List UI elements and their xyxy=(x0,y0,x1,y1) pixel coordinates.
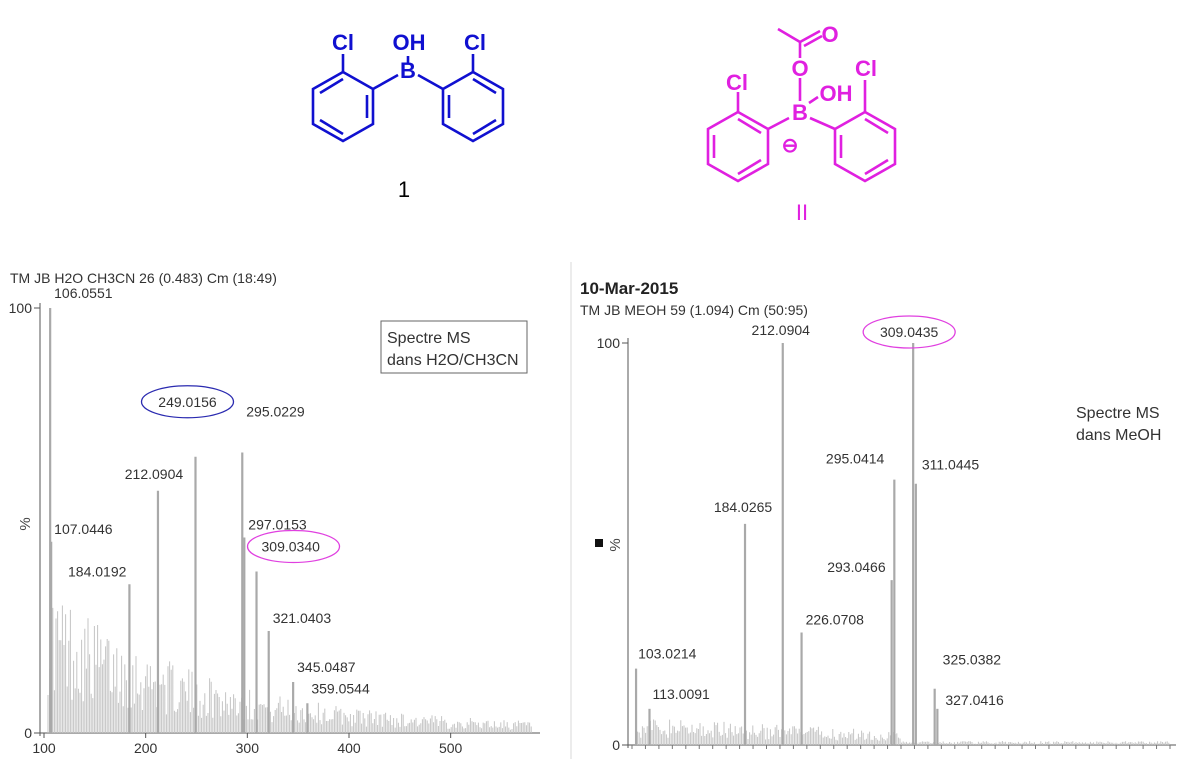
peak-label-359.0544: 359.0544 xyxy=(311,680,370,696)
peak-label-106.0551: 106.0551 xyxy=(54,285,113,301)
structure-compound-2 xyxy=(706,27,897,183)
spectrum-left-header: TM JB H2O CH3CN 26 (0.483) Cm (18:49) xyxy=(10,270,277,286)
peak-label-295.0414: 295.0414 xyxy=(826,451,885,467)
y-label-left: % xyxy=(17,517,34,530)
spectrum-right-date: 10-Mar-2015 xyxy=(580,279,678,298)
atom-b-2: B xyxy=(792,100,808,125)
baseline-noise xyxy=(47,601,532,733)
y-marker-right xyxy=(595,539,603,547)
peak-label-345.0487: 345.0487 xyxy=(297,659,356,675)
bond-b-left xyxy=(372,73,399,91)
y-tick-label-100: 100 xyxy=(597,335,621,351)
atom-cl-left-1: Cl xyxy=(332,30,354,55)
x-tick-label-200: 200 xyxy=(134,740,158,756)
y-label-right: % xyxy=(607,538,624,551)
atom-cl-right-2: Cl xyxy=(855,56,877,81)
y-tick-label-0: 0 xyxy=(612,737,620,753)
x-tick-label-300: 300 xyxy=(236,740,260,756)
peak-label-212.0904: 212.0904 xyxy=(752,322,811,338)
atom-oh-2: OH xyxy=(820,81,853,106)
peak-label-309.0435: 309.0435 xyxy=(880,324,939,340)
legend-line-2-left: dans H2O/CH3CN xyxy=(387,352,519,369)
atom-o-2: O xyxy=(791,56,808,81)
baseline-noise xyxy=(635,719,1170,745)
peak-label-293.0466: 293.0466 xyxy=(827,559,886,575)
legend-line-2-right: dans MeOH xyxy=(1076,427,1161,444)
highlight-ellipse-309.0340 xyxy=(246,529,341,564)
y-tick-label-100: 100 xyxy=(9,300,33,316)
peak-label-295.0229: 295.0229 xyxy=(246,404,305,420)
ring-right xyxy=(441,70,505,143)
highlight-ellipse-249.0156 xyxy=(140,385,235,419)
peak-label-226.0708: 226.0708 xyxy=(806,611,865,627)
peak-label-325.0382: 325.0382 xyxy=(943,652,1002,668)
atom-carbonyl-o-2: O xyxy=(821,22,838,47)
peak-label-212.0904: 212.0904 xyxy=(125,466,184,482)
ring-left-2 xyxy=(706,110,770,183)
legend-line-1-right: Spectre MS xyxy=(1076,405,1160,422)
highlight-ellipse-309.0435 xyxy=(862,315,956,349)
legend-box-left xyxy=(380,320,528,374)
peak-label-113.0091: 113.0091 xyxy=(652,686,710,702)
compound-label-1: 1 xyxy=(398,177,410,202)
peak-label-184.0265: 184.0265 xyxy=(714,499,773,515)
charge-minus-2: ⊖ xyxy=(782,135,799,157)
peak-label-311.0445: 311.0445 xyxy=(922,457,980,473)
spectrum-right-header: TM JB MEOH 59 (1.094) Cm (50:95) xyxy=(580,302,808,318)
peak-label-321.0403: 321.0403 xyxy=(273,610,332,626)
peak-label-184.0192: 184.0192 xyxy=(68,563,127,579)
peak-label-103.0214: 103.0214 xyxy=(638,646,697,662)
peak-label-107.0446: 107.0446 xyxy=(54,521,113,537)
atom-cl-left-2: Cl xyxy=(726,70,748,95)
legend-box-right xyxy=(1072,399,1154,449)
x-tick-label-500: 500 xyxy=(439,740,463,756)
x-tick-label-100: 100 xyxy=(32,740,56,756)
legend-line-1-left: Spectre MS xyxy=(387,330,471,347)
spectrum-h2o-ch3cn: TM JB H2O CH3CN 26 (0.483) Cm (18:49) % … xyxy=(9,270,540,756)
ring-right-2 xyxy=(833,110,897,183)
atom-oh-1: OH xyxy=(393,30,426,55)
atom-b-1: B xyxy=(400,58,416,83)
peak-label-249.0156: 249.0156 xyxy=(158,394,217,410)
compound-label-2: II xyxy=(796,200,808,225)
peak-label-297.0153: 297.0153 xyxy=(248,517,307,533)
peak-label-327.0416: 327.0416 xyxy=(945,692,1004,708)
ring-left xyxy=(311,70,375,143)
bond-b-right xyxy=(417,73,444,91)
atom-cl-right-1: Cl xyxy=(464,30,486,55)
x-tick-label-400: 400 xyxy=(337,740,361,756)
spectrum-meoh: 10-Mar-2015 TM JB MEOH 59 (1.094) Cm (50… xyxy=(580,279,1176,753)
structure-compound-1 xyxy=(311,54,505,143)
peak-label-309.0340: 309.0340 xyxy=(262,539,321,555)
y-tick-label-0: 0 xyxy=(24,725,32,741)
